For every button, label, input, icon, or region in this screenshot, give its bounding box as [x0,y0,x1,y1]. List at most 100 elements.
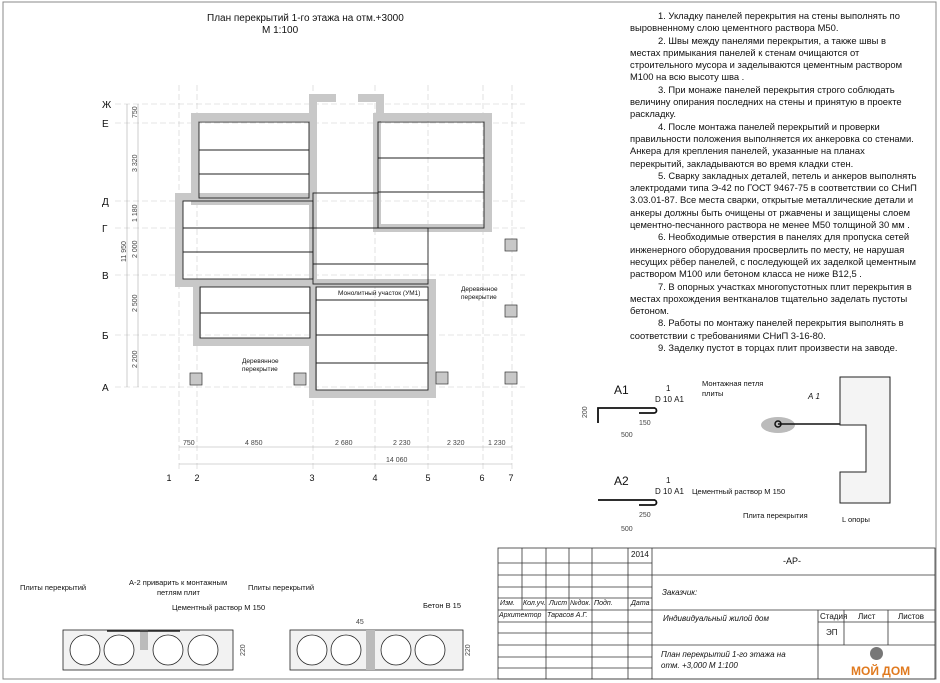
horizontal-dimension: 750 [183,440,195,447]
vertical-dimension: 2 500 [132,294,139,312]
dim-a1-150: 150 [639,420,651,427]
column-axis-label: 7 [508,473,513,483]
customer-label: Заказчик: [662,588,698,597]
drawing-name-line1: План перекрытий 1-го этажа на [661,650,786,659]
columns [189,238,518,386]
horizontal-dimension: 2 230 [393,440,411,447]
horizontal-dimension: 2 320 [447,440,465,447]
company-logo: МОЙ ДОМ [851,664,911,678]
horizontal-dimension: 1 230 [488,440,506,447]
rebar-a2 [598,499,658,506]
weld-note-line1: А-2 приварить к монтажным [129,578,227,587]
logo-icon [870,647,883,660]
detail-a1-title: А1 [614,383,629,397]
slab-joint-section-left [62,629,234,671]
sheet-label: Лист [858,612,876,621]
year: 2014 [631,550,649,559]
slab-panels [182,121,485,391]
row-axis-label: Б [102,331,109,342]
monolith-label: Монолитный участок (УМ1) [338,289,420,297]
wood-floor-label-line2: перекрытие [461,294,497,301]
title-block-grid [497,547,936,680]
detail-a2-spec: D 10 А1 [655,487,684,496]
dim-a2-500: 500 [621,526,633,533]
header-change: Изм. [500,600,515,607]
vertical-dimension: 2 200 [132,350,139,368]
note-item: 6. Необходимые отверстия в панелях для п… [630,231,916,280]
dim-a1-200: 200 [582,406,589,418]
note-item: 4. После монтажа панелей перекрытий и пр… [630,120,914,169]
project-name: Индивидуальный жилой дом [663,614,769,623]
height-dimension: 220 [465,644,472,656]
wall-section [839,376,891,504]
slabs-label-left: Плиты перекрытий [20,583,86,592]
weld-note-line2: петлям плит [157,588,201,597]
author-name: Тарасов А.Г. [547,612,588,619]
wood-floor-label-line1: Деревянное [461,286,498,293]
horizontal-dimension: 4 850 [245,440,263,447]
header-date: Дата [631,600,650,607]
stage-value: ЭП [826,628,838,637]
note-item: 8. Работы по монтажу панелей перекрытия … [630,317,904,341]
slabs-label-right: Плиты перекрытий [248,583,314,592]
header-doc: №док. [570,600,591,607]
support-label: L опоры [842,515,870,524]
vertical-dimension: 1 180 [132,204,139,222]
detail-a2-title: А2 [614,474,629,488]
note-item: 7. В опорных участках многопустотных пли… [630,280,912,317]
vertical-dimension: 3 320 [132,154,139,172]
concrete-label: Бетон В 15 [423,601,461,610]
row-axis-label: Е [102,119,109,130]
detail-a2-count: 1 [666,476,671,485]
note-item: 5. Сварку закладных деталей, петель и ан… [630,169,917,231]
sheets-label: Листов [898,612,924,621]
note-item: 9. Заделку пустот в торцах плит произвес… [658,342,898,354]
slab-joint-section-right [289,629,464,671]
column-axis-label: 2 [194,473,199,483]
row-axis-label: Г [102,224,108,235]
row-axis-label: Ж [102,100,112,111]
construction-notes: 1. Укладку панелей перекрытия на стены в… [630,10,918,354]
horizontal-total-dimension: 14 060 [386,457,408,464]
gap-dimension: 45 [356,619,364,626]
note-item: 1. Укладку панелей перекрытия на стены в… [630,10,900,34]
header-qty: Кол.уч. [523,600,546,607]
rebar-a1 [597,407,658,423]
mortar-label: Цементный раствор М 150 [692,487,785,496]
dim-a2-250: 250 [639,512,651,519]
note-item: 2. Швы между панелями перекрытия, а такж… [630,34,903,83]
vertical-total-dimension: 11 950 [121,241,128,262]
wood-floor-label-line2: перекрытие [242,366,278,373]
role: Архитектор [499,612,542,619]
dim-a1-500: 500 [621,432,633,439]
slab-label: Плита перекрытия [743,511,808,520]
stage-label: Стадия [820,612,848,621]
vertical-dimension: 2 000 [132,240,139,258]
header-sign: Подп. [594,600,613,607]
header-sheet: Лист [549,600,568,607]
plan-title: План перекрытий 1-го этажа на отм.+3000 [207,13,404,24]
mortar-label: Цементный раствор М 150 [172,603,265,612]
column-axis-label: 6 [479,473,484,483]
loop-label-line2: плиты [702,389,723,398]
weld-spot [761,417,795,433]
horizontal-dimension: 2 680 [335,440,353,447]
vertical-dimension: 750 [132,106,139,118]
walls [175,94,492,398]
row-axis-label: В [102,271,109,282]
a1-reference: А 1 [807,392,820,401]
height-dimension: 220 [240,644,247,656]
project-code: -АР- [783,556,801,566]
detail-a1-count: 1 [666,384,671,393]
column-axis-label: 1 [166,473,171,483]
column-axis-label: 3 [309,473,314,483]
plan-scale: М 1:100 [262,25,299,36]
column-axis-label: 4 [372,473,377,483]
drawing-name-line2: отм. +3,000 М 1:100 [661,661,738,670]
loop-label-line1: Монтажная петля [702,379,763,388]
row-axis-label: А [102,383,109,394]
detail-a1-spec: D 10 А1 [655,395,684,404]
